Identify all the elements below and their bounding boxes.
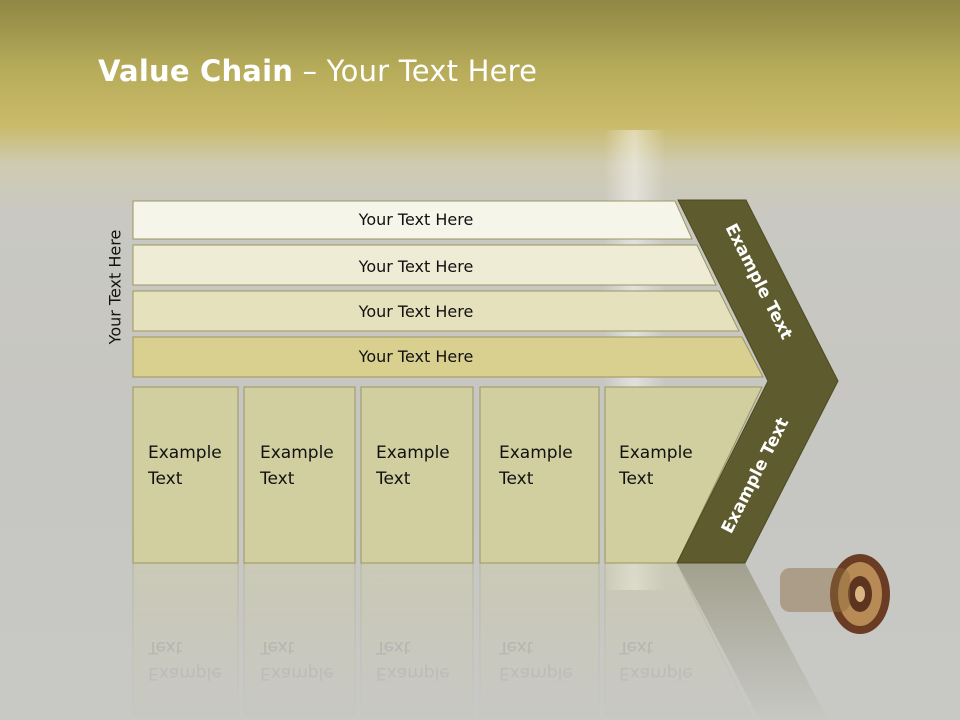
bar-1 (132, 200, 693, 240)
svg-text:Text: Text (375, 637, 411, 657)
svg-text:Text: Text (147, 637, 183, 657)
column-5-line2: Text (618, 469, 654, 489)
reflection: Example Text Example Text Example Text Exam… (132, 562, 828, 720)
svg-text:Text: Text (618, 637, 654, 657)
column-3-line1: Example (376, 443, 450, 463)
svg-text:Example: Example (376, 663, 450, 683)
column-4-line1: Example (499, 443, 573, 463)
column-2-line1: Example (260, 443, 334, 463)
column-2-line2: Text (259, 469, 295, 489)
bar-3 (132, 290, 740, 332)
title-bold: Value Chain (98, 54, 294, 88)
svg-text:Example: Example (148, 663, 222, 683)
column-2 (243, 386, 356, 564)
column-4-line2: Text (498, 469, 534, 489)
svg-text:Example: Example (499, 663, 573, 683)
bar-3-label: Your Text Here (358, 302, 474, 321)
column-1-line2: Text (147, 469, 183, 489)
column-3-line2: Text (375, 469, 411, 489)
svg-text:Text: Text (259, 637, 295, 657)
svg-text:Example: Example (619, 663, 693, 683)
bar-4 (132, 336, 764, 378)
column-4 (479, 386, 600, 564)
bar-1-label: Your Text Here (358, 210, 474, 229)
column-3 (360, 386, 474, 564)
column-1-line1: Example (148, 443, 222, 463)
bar-2-label: Your Text Here (358, 257, 474, 276)
svg-text:Example: Example (260, 663, 334, 683)
bar-2 (132, 244, 717, 286)
column-5-line1: Example (619, 443, 693, 463)
chevron-arrow (676, 199, 839, 564)
column-1 (132, 386, 239, 564)
title-rest: – Your Text Here (293, 54, 538, 88)
svg-text:Text: Text (498, 637, 534, 657)
bar-4-label: Your Text Here (358, 347, 474, 366)
slide-title: Value Chain – Your Text Here (98, 54, 537, 88)
